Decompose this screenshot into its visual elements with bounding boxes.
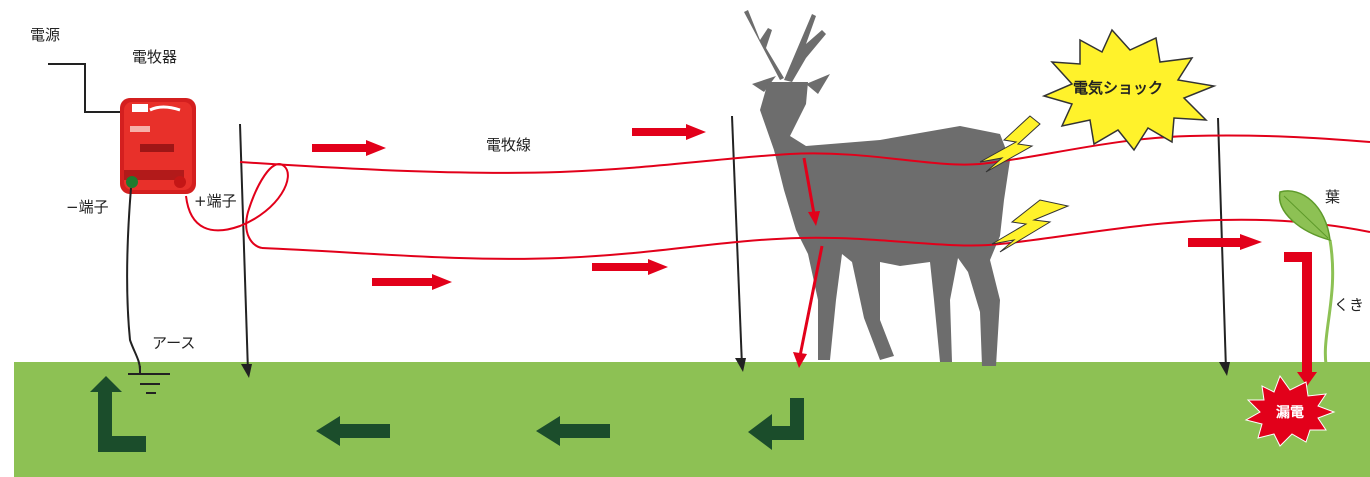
- ground-strip: [14, 362, 1370, 477]
- fence-wire-label: 電牧線: [486, 136, 531, 154]
- current-arrow-deer: [793, 157, 824, 368]
- fence-wire-upper: [239, 134, 1370, 174]
- lightning-bolt-icon: [991, 199, 1070, 253]
- return-arrow: [748, 398, 804, 450]
- earth-label: アース: [152, 334, 195, 352]
- return-arrow: [90, 376, 146, 452]
- lightning-bolt-icon: [979, 115, 1041, 173]
- earth-ground-icon: [128, 366, 170, 394]
- fence-wire-lower: [261, 218, 1370, 260]
- current-arrow: [1188, 234, 1262, 250]
- leaf-label: 葉: [1325, 188, 1340, 206]
- earth-wire: [126, 187, 141, 371]
- stem-label: くき: [1334, 296, 1364, 314]
- fence-post: [731, 115, 746, 372]
- leak-burst: 漏電: [1244, 374, 1336, 447]
- current-arrow: [372, 274, 452, 290]
- power-source-label: 電源: [30, 26, 60, 44]
- shock-burst: 電気ショック: [1041, 28, 1217, 152]
- return-arrow: [536, 416, 610, 446]
- deer-silhouette-icon: [744, 10, 1010, 366]
- plus-terminal-label: +端子: [194, 192, 237, 210]
- energizer-label: 電牧器: [132, 48, 177, 66]
- minus-terminal-label: −端子: [66, 198, 109, 216]
- power-cord: [48, 63, 132, 113]
- leakage-label: 漏電: [1276, 404, 1304, 421]
- fence-post: [239, 123, 252, 378]
- current-arrow: [632, 124, 706, 140]
- leak-arrow: [1284, 252, 1317, 386]
- current-arrow: [592, 259, 668, 275]
- energizer-device-icon: [120, 98, 196, 194]
- shock-label: 電気ショック: [1073, 79, 1163, 97]
- current-arrow: [312, 140, 386, 156]
- leaf-icon: [1278, 190, 1335, 375]
- plus-terminal-wire: [185, 163, 289, 249]
- return-arrow: [316, 416, 390, 446]
